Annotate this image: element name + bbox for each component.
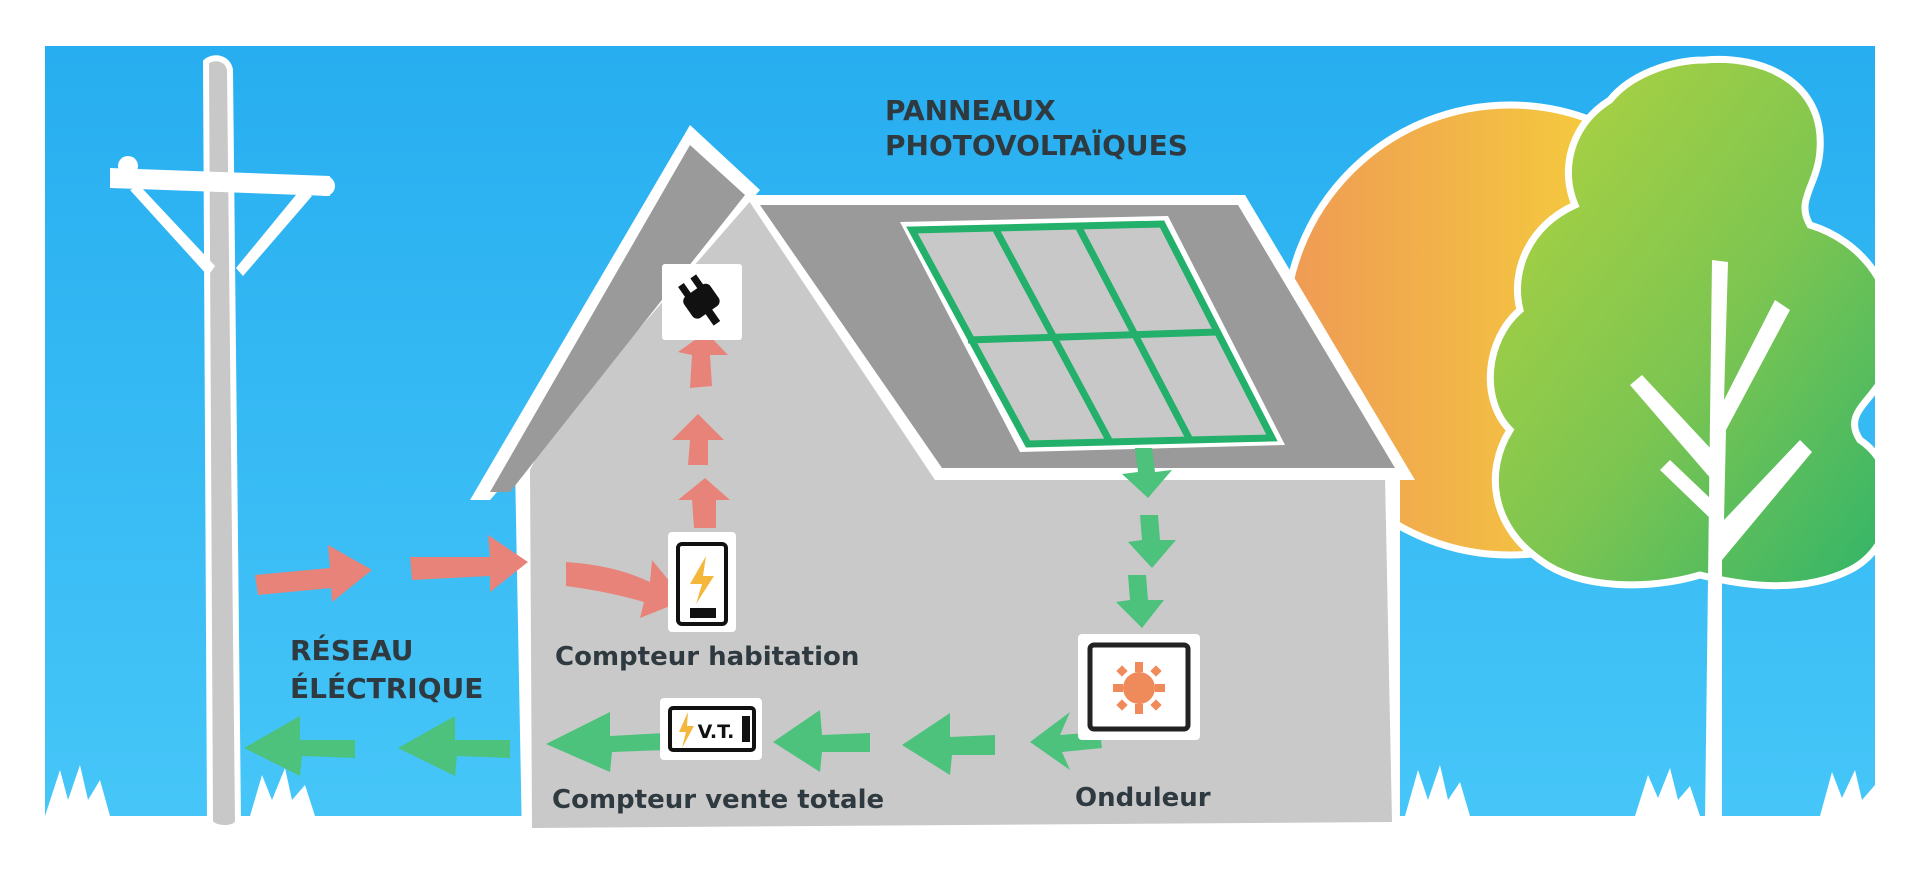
consumption-arrows (255, 332, 730, 618)
sun-gear-icon (1078, 634, 1200, 740)
utility-pole (110, 55, 335, 831)
plug-icon (662, 264, 742, 340)
lightning-badge-icon: V.T. (660, 698, 762, 760)
lightning-meter-icon (668, 532, 736, 632)
tree (1486, 55, 1875, 816)
panels-label-line1: PANNEAUX (885, 94, 1056, 127)
inverter-label: Onduleur (1075, 783, 1211, 813)
sale-meter-badge-text: V.T. (698, 721, 735, 743)
production-arrows (244, 448, 1176, 776)
grid-label-line2: ÉLÉCTRIQUE (290, 671, 483, 705)
home-meter-label: Compteur habitation (555, 642, 859, 672)
grass-tufts (45, 765, 1875, 816)
sale-meter-label: Compteur vente totale (552, 785, 884, 815)
solar-panels (900, 216, 1285, 452)
grid-label-line1: RÉSEAU (290, 633, 414, 667)
panels-label-line2: PHOTOVOLTAÏQUES (885, 128, 1188, 162)
